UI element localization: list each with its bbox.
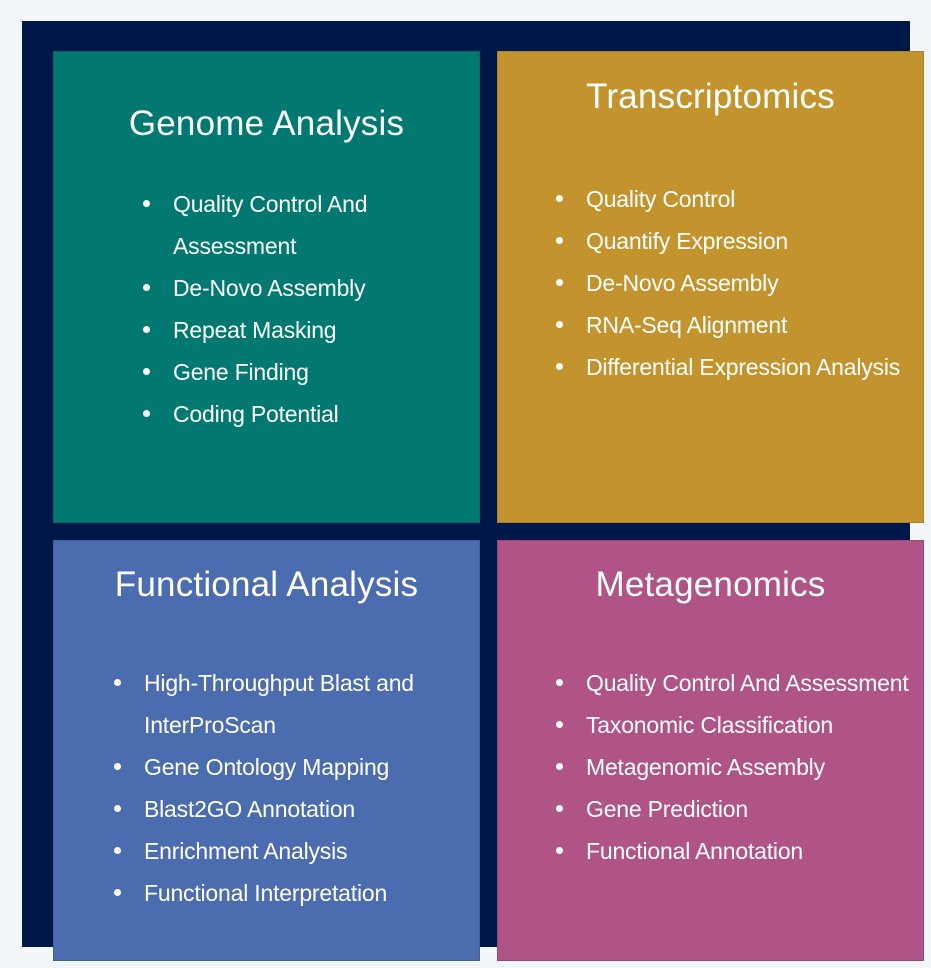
panel-metagenomics: Metagenomics Quality Control And Assessm…	[497, 540, 924, 961]
panel-item-list: Quality Control Quantify Expression De-N…	[552, 178, 902, 388]
panel-item-list: Quality Control And Assessment De-Novo A…	[139, 183, 459, 435]
panel-title: Genome Analysis	[128, 104, 405, 143]
panel-genome-analysis: Genome Analysis Quality Control And Asse…	[53, 51, 480, 523]
bullet-icon	[556, 805, 563, 812]
bullet-icon	[114, 679, 121, 686]
list-item: Gene Finding	[139, 351, 459, 393]
list-item: Differential Expression Analysis	[552, 346, 902, 388]
panel-title: Transcriptomics	[586, 77, 835, 116]
panel-transcriptomics: Transcriptomics Quality Control Quantify…	[497, 51, 924, 523]
bullet-icon	[556, 763, 563, 770]
panel-item-list: High-Throughput Blast and InterProScan G…	[110, 662, 480, 914]
list-item: Quality Control And Assessment	[139, 183, 459, 267]
bullet-icon	[556, 195, 563, 202]
bullet-icon	[114, 763, 121, 770]
bullet-icon	[556, 679, 563, 686]
bullet-icon	[143, 200, 150, 207]
bullet-icon	[143, 284, 150, 291]
list-item: High-Throughput Blast and InterProScan	[110, 662, 480, 746]
list-item: Functional Interpretation	[110, 872, 480, 914]
panel-title: Metagenomics	[595, 565, 826, 604]
list-item: Blast2GO Annotation	[110, 788, 480, 830]
bullet-icon	[556, 279, 563, 286]
list-item: De-Novo Assembly	[139, 267, 459, 309]
list-item: Gene Prediction	[552, 788, 922, 830]
panel-title: Functional Analysis	[114, 565, 419, 604]
bullet-icon	[114, 805, 121, 812]
list-item: Functional Annotation	[552, 830, 922, 872]
bullet-icon	[143, 410, 150, 417]
bullet-icon	[556, 321, 563, 328]
bullet-icon	[556, 721, 563, 728]
list-item: Taxonomic Classification	[552, 704, 922, 746]
bullet-icon	[114, 847, 121, 854]
bullet-icon	[143, 368, 150, 375]
list-item: RNA-Seq Alignment	[552, 304, 902, 346]
bullet-icon	[114, 889, 121, 896]
panel-item-list: Quality Control And Assessment Taxonomic…	[552, 662, 922, 872]
bullet-icon	[556, 363, 563, 370]
list-item: Quality Control	[552, 178, 902, 220]
panel-functional-analysis: Functional Analysis High-Throughput Blas…	[53, 540, 480, 961]
bullet-icon	[556, 237, 563, 244]
list-item: Coding Potential	[139, 393, 459, 435]
list-item: De-Novo Assembly	[552, 262, 902, 304]
list-item: Quality Control And Assessment	[552, 662, 922, 704]
bullet-icon	[143, 326, 150, 333]
services-grid-frame: Genome Analysis Quality Control And Asse…	[22, 21, 924, 961]
list-item: Metagenomic Assembly	[552, 746, 922, 788]
list-item: Quantify Expression	[552, 220, 902, 262]
list-item: Gene Ontology Mapping	[110, 746, 480, 788]
list-item: Repeat Masking	[139, 309, 459, 351]
list-item: Enrichment Analysis	[110, 830, 480, 872]
bullet-icon	[556, 847, 563, 854]
